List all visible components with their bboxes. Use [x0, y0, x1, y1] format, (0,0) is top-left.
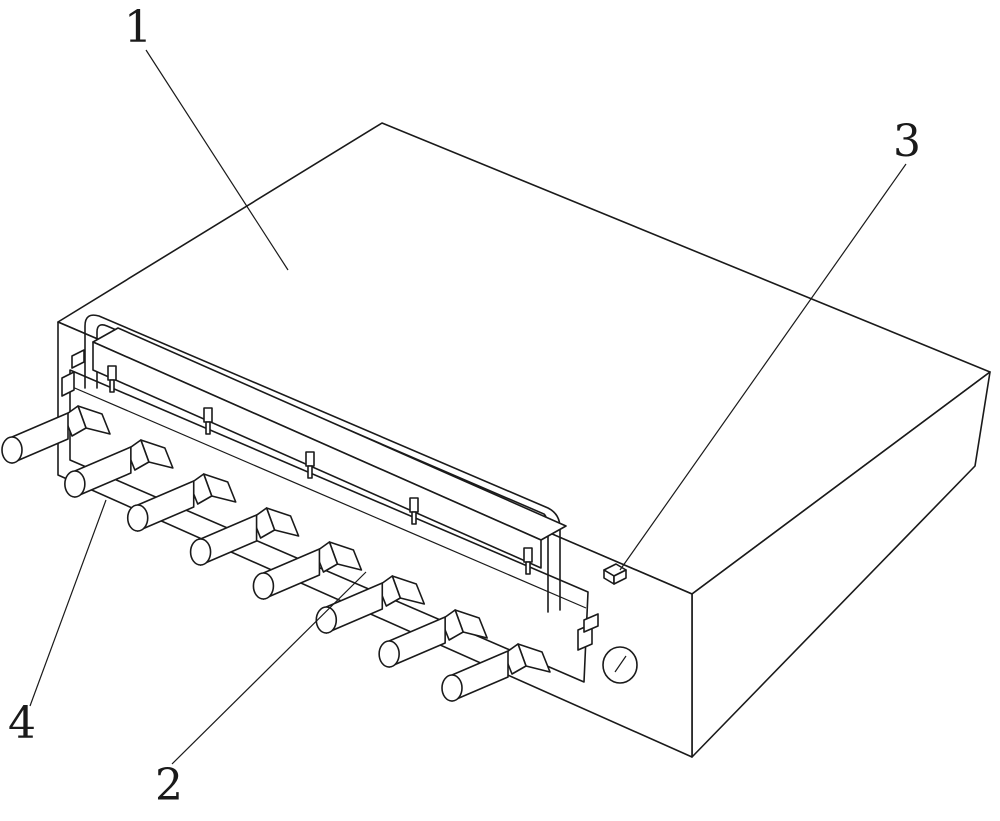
connector-hose-end: [442, 675, 462, 701]
rail-pin-tip: [110, 380, 114, 392]
front-knob: [603, 647, 637, 683]
rail-pin: [524, 548, 532, 574]
leader-2: [172, 572, 366, 764]
connector-hose-end: [379, 641, 399, 667]
rail-pin-tip: [526, 562, 530, 574]
callout-1: 1: [124, 6, 152, 50]
connector-hose-end: [128, 505, 148, 531]
rail-pin-sleeve: [524, 548, 532, 562]
rail-pin-sleeve: [410, 498, 418, 512]
connector-hose-end: [191, 539, 211, 565]
connector-hose-end: [253, 573, 273, 599]
leader-4: [30, 500, 106, 706]
connector-hose-end: [65, 471, 85, 497]
rail-pin-sleeve: [306, 452, 314, 466]
rail-pin: [410, 498, 418, 524]
rail-pin-tip: [412, 512, 416, 524]
callout-2: 2: [155, 764, 183, 808]
callout-4: 4: [8, 702, 36, 746]
callout-3: 3: [893, 120, 921, 164]
rail-pin-tip: [308, 466, 312, 478]
rail-pin-sleeve: [204, 408, 212, 422]
rail-pin: [204, 408, 212, 434]
rail-pin: [306, 452, 314, 478]
connector-hose-end: [2, 437, 22, 463]
rail-pin-tip: [206, 422, 210, 434]
rail-pin-sleeve: [108, 366, 116, 380]
